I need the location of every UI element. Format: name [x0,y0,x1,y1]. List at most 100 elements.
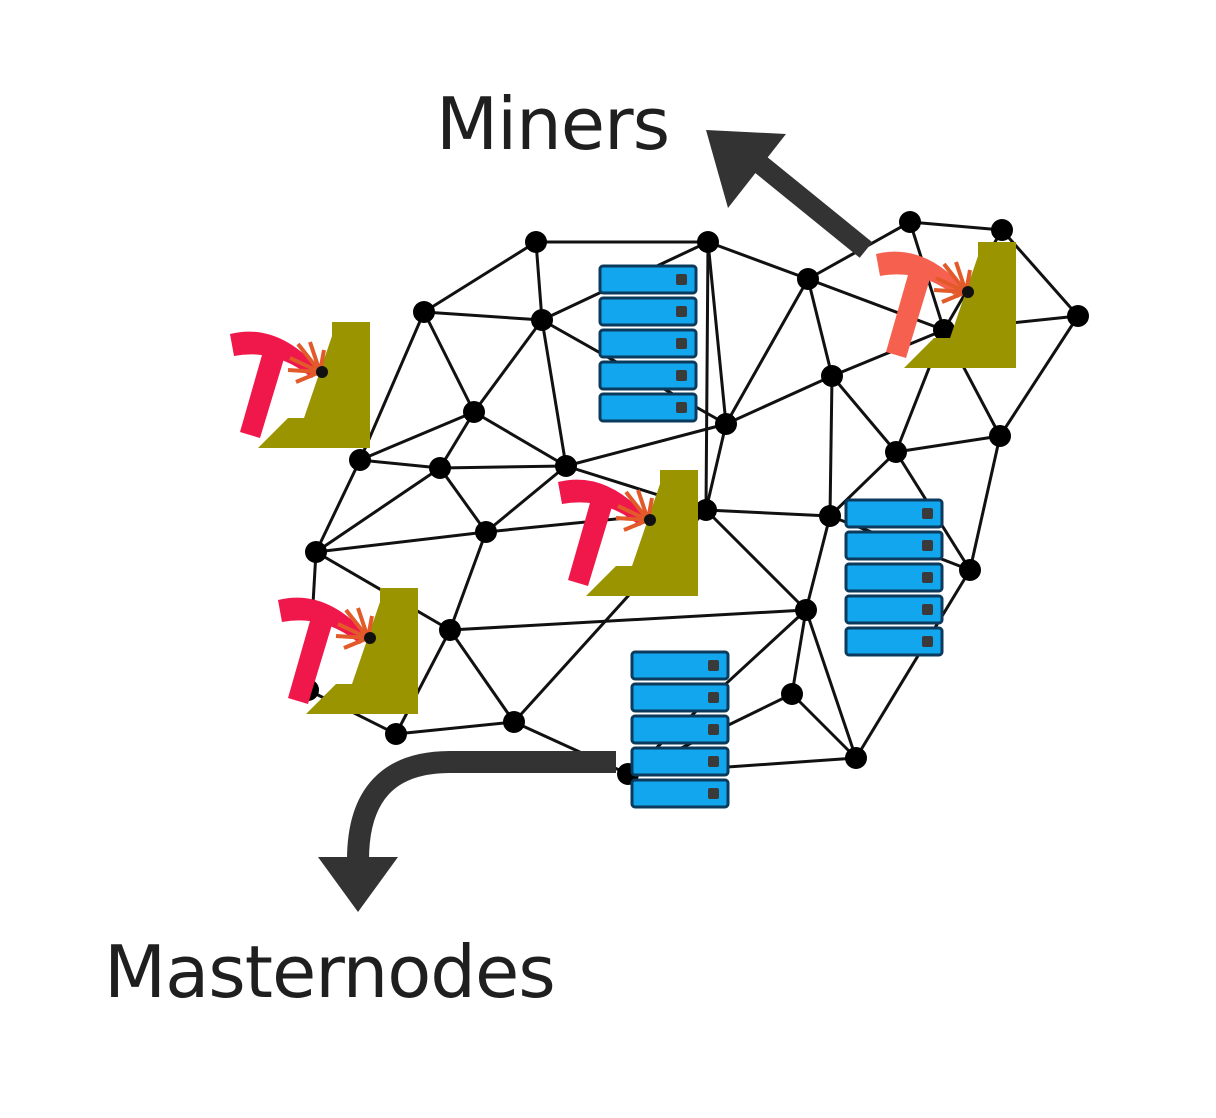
network-edge [968,435,1002,571]
network-node [1067,305,1089,327]
network-node [819,505,841,527]
spark-ray [289,356,321,374]
network-node [781,683,803,705]
network-edge [725,374,833,426]
server-unit [844,530,944,561]
network-node [439,619,461,641]
server-led-icon [708,660,719,671]
server-unit [844,626,944,657]
network-edge [790,692,858,760]
miners-arrow-shaft [753,156,873,258]
server-led-icon [922,636,933,647]
network-edge [439,464,567,470]
spark-ray [623,518,649,532]
network-edge [804,515,832,611]
network-node [385,723,407,745]
server-led-icon [676,338,687,349]
network-node [821,365,843,387]
server-unit [598,264,698,295]
miners-arrow-head [706,130,786,208]
spark-ray [935,276,967,294]
network-node [475,521,497,543]
network-edge [828,375,834,517]
network-node [845,747,867,769]
network-edge [828,450,898,518]
network-node [933,319,955,341]
network-node [991,219,1013,241]
network-edge [705,508,831,518]
server-led-icon [676,370,687,381]
network-edge [358,311,426,461]
network-edge [315,466,441,554]
spark-ray [356,607,370,639]
server-led-icon [708,724,719,735]
network-edge [315,530,487,554]
server-stack-icon [844,498,944,657]
server-unit [630,650,730,681]
network-node [885,441,907,463]
spark-icon [287,341,328,384]
spark-ray [295,370,321,384]
pickaxe-rock-icon [558,470,698,596]
network-node [429,457,451,479]
masternodes-arrow-shaft [347,751,616,861]
spark-ray [941,290,967,304]
spark-ray [617,504,649,522]
masternodes-layer [598,264,944,809]
server-unit [844,562,944,593]
network-node [349,449,371,471]
rock-shape [904,242,1016,368]
server-unit [598,328,698,359]
server-led-icon [676,274,687,285]
server-led-icon [708,788,719,799]
network-node [715,413,737,435]
network-edge [359,458,441,470]
spark-icon [933,261,974,304]
impact-point [962,286,974,298]
network-edge [704,508,808,612]
network-edge [534,241,544,321]
network-node [531,309,553,331]
network-node [525,231,547,253]
server-led-icon [922,508,933,519]
spark-ray [287,368,321,374]
network-edge [423,240,537,314]
server-unit [598,360,698,391]
masternodes-arrow-head [318,857,398,912]
server-led-icon [922,572,933,583]
network-edge [998,315,1080,437]
network-edge [485,464,567,534]
server-unit [630,682,730,713]
network-edge [473,410,567,468]
network-edge [804,609,858,759]
network-node [555,455,577,477]
network-node [989,425,1011,447]
network-edge [830,375,898,453]
server-led-icon [922,604,933,615]
spark-ray [942,262,968,294]
network-edge [423,310,543,322]
spark-ray [636,489,650,521]
masternodes-arrow [318,751,616,912]
network-edge [448,531,488,631]
network-node [959,559,981,581]
network-edge [909,220,1003,232]
network-edge [704,423,728,511]
network-edge [448,629,516,723]
network-edge [472,319,544,413]
spark-ray [337,622,369,640]
network-edge [394,629,452,735]
server-unit [630,778,730,809]
network-edge [806,278,834,377]
network-node [305,541,327,563]
network-edge [438,467,488,533]
network-edge [314,459,362,553]
network-node [795,599,817,621]
miners-layer [230,242,1016,714]
spark-ray [344,608,370,640]
server-stack-icon [630,650,730,809]
rock-shape [306,588,418,714]
server-unit [630,714,730,745]
network-node [695,499,717,521]
network-node [697,231,719,253]
